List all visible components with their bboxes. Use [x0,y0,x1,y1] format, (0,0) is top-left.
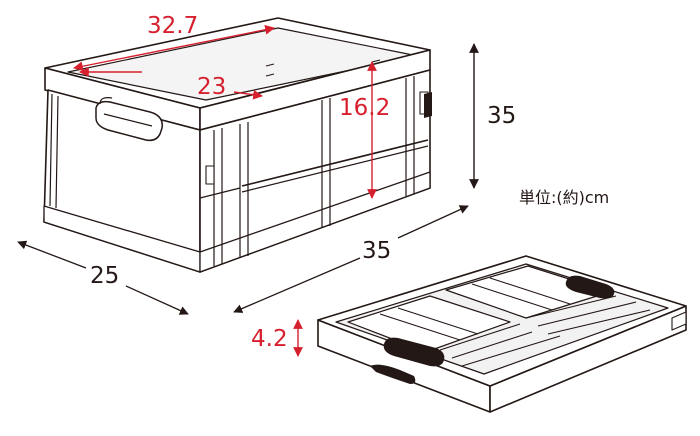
inner-dimension-arrows [73,24,377,199]
outer-dimension-arrows [17,43,479,315]
outer-width-label: 25 [90,263,120,289]
inner-width-label: 23 [197,74,227,100]
open-crate [43,17,432,273]
inner-height-label: 16.2 [339,95,391,121]
folded-crate [317,255,687,413]
unit-note: 単位:(約)cm [519,188,610,207]
outer-height-label: 35 [487,103,517,129]
inner-length-label: 32.7 [147,13,199,39]
folded-height-label: 4.2 [251,326,288,352]
outer-length-label: 35 [362,238,392,264]
